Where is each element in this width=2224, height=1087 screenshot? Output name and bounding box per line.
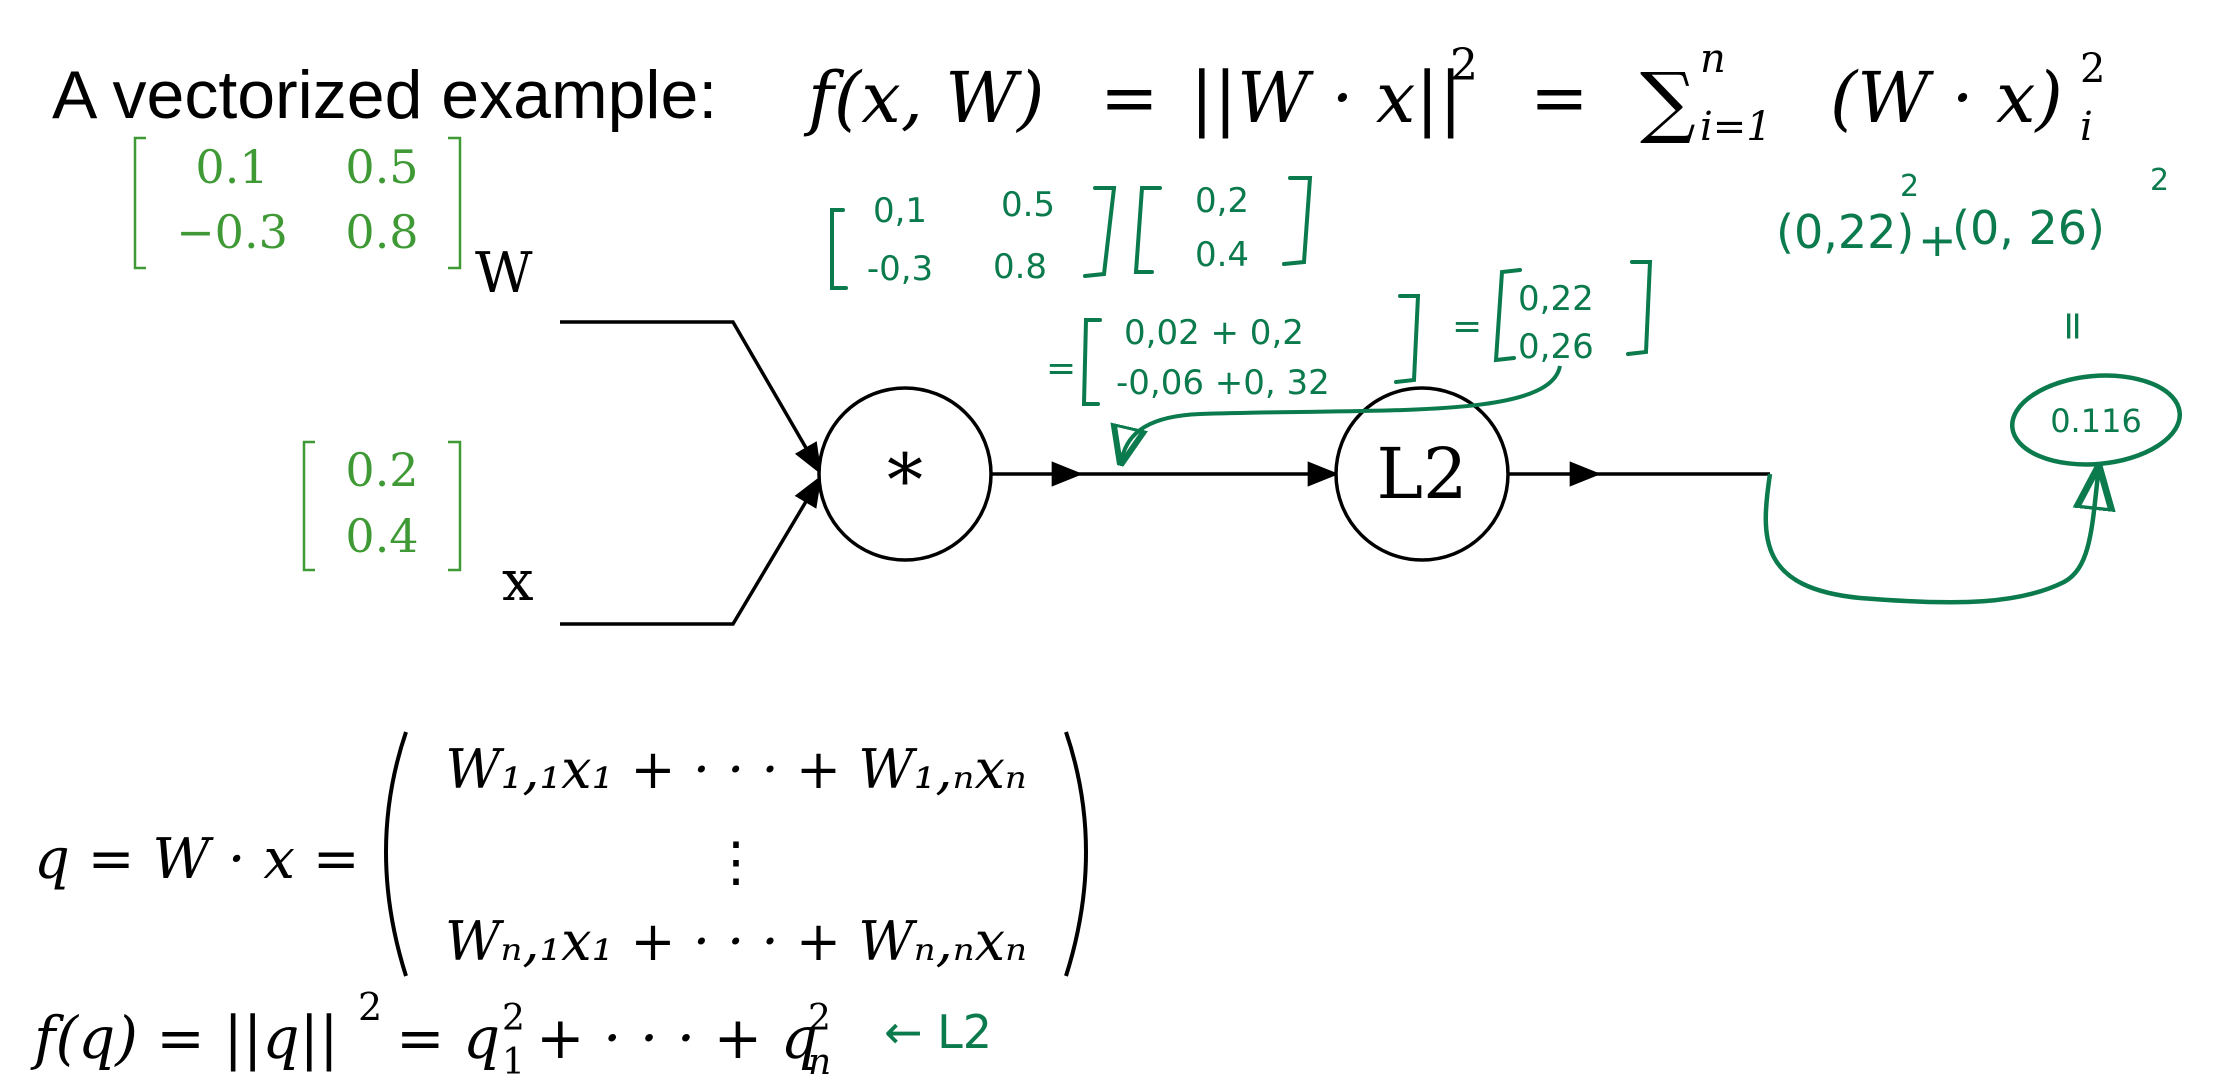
w-matrix-cell: −0.3 [176, 205, 288, 259]
formula-norm-sup: 2 [1450, 40, 1478, 91]
f-equation-sup: 2 [358, 985, 382, 1029]
hand-w-cell: 0.8 [993, 247, 1047, 287]
hand-equals-vertical: = [2050, 309, 2096, 343]
q-equation-lhs: q = W · x = [34, 827, 360, 892]
hand-arrow-to-output [1763, 474, 2098, 605]
x-vector [302, 440, 462, 572]
title-prefix: A vectorized example: [52, 57, 717, 133]
f-equation-mid: + · · · + q [536, 1004, 818, 1072]
hand-output-value: 0.116 [2050, 402, 2142, 440]
hand-x-cell: 0,2 [1195, 181, 1249, 221]
hand-product-brackets [830, 176, 1313, 290]
hand-result-values: 0,22 0,26 [1518, 279, 1594, 367]
x-input-label: x [502, 549, 534, 614]
w-matrix-cell: 0.5 [345, 140, 418, 194]
hand-w-cell: -0,3 [867, 249, 933, 289]
hand-w-right-bracket [1083, 186, 1117, 278]
title-formula: f(x, W) = ||W · x|| 2 = ∑ n i=1 (W · x) … [803, 36, 2105, 150]
hand-result-right-bracket [1626, 260, 1653, 356]
q-vertical-dots: ⋮ [709, 830, 763, 893]
hand-squares: (0,22) 2 + (0, 26) 2 [1776, 163, 2169, 267]
l2-node: L2 [1334, 386, 1510, 562]
hand-equals-a: = [1046, 348, 1076, 389]
hand-result-left-bracket [1493, 268, 1522, 363]
f-equation-lhs: f(q) = ||q|| [30, 1004, 339, 1072]
formula-norm: ||W · x|| [1190, 57, 1463, 139]
q-row-n: Wₙ,₁x₁ + · · · + Wₙ,ₙxₙ [445, 910, 1027, 973]
formula-lhs: f(x, W) [803, 57, 1044, 139]
f-equation: f(q) = ||q|| 2 = q 2 1 + · · · + q 2 n [30, 985, 831, 1083]
hand-mid-row: 0,02 + 0,2 [1124, 313, 1304, 353]
hand-square-a-sup: 2 [1900, 169, 1919, 204]
hand-mid-left-bracket [1081, 318, 1102, 406]
q-right-paren [1064, 731, 1088, 977]
formula-sum-sub: i=1 [1700, 104, 1772, 150]
f-qn-sub: n [808, 1042, 831, 1083]
q-row-1: W₁,₁x₁ + · · · + W₁,ₙxₙ [445, 738, 1027, 801]
formula-term-sub: i [2080, 104, 2093, 150]
formula-eq2: = [1530, 57, 1589, 139]
w-matrix-values: 0.1 0.5 −0.3 0.8 [176, 140, 418, 259]
hand-square-b-sup: 2 [2150, 163, 2169, 198]
hand-l2-note: ← L2 [884, 1005, 992, 1059]
hand-plus: + [1918, 213, 1957, 267]
f-q1-sub: 1 [502, 1042, 525, 1083]
multiply-node: * [817, 386, 993, 562]
edge-x-to-multiply [560, 475, 822, 626]
multiply-node-label: * [887, 438, 923, 522]
x-vector-cell: 0.4 [345, 509, 418, 563]
w-matrix-left-bracket [133, 136, 146, 270]
hand-mid-brackets [1081, 260, 1653, 406]
graph-edges [560, 320, 1770, 626]
w-matrix-cell: 0.1 [195, 140, 268, 194]
hand-mid-values: 0,02 + 0,2 -0,06 +0, 32 [1116, 313, 1330, 403]
w-matrix-cell: 0.8 [345, 205, 418, 259]
hand-x-right-bracket [1282, 176, 1313, 266]
edge-w-to-multiply [560, 320, 822, 475]
hand-arrow-to-edge [1122, 365, 1562, 458]
multiply-node-circle [817, 386, 993, 562]
x-vector-right-bracket [448, 440, 462, 572]
hand-square-b: (0, 26) [1952, 201, 2105, 255]
slide-title: A vectorized example: f(x, W) = ||W · x|… [52, 36, 2105, 150]
hand-w-cell: 0.5 [1001, 185, 1055, 225]
formula-sum: ∑ [1640, 57, 1696, 147]
formula-term: (W · x) [1830, 57, 2063, 139]
hand-w-left-bracket [830, 208, 848, 290]
hand-mid-row: -0,06 +0, 32 [1116, 363, 1330, 403]
q-left-paren [384, 731, 408, 977]
hand-mid-right-bracket [1394, 294, 1421, 384]
formula-term-sup: 2 [2080, 46, 2105, 92]
l2-node-circle [1334, 386, 1510, 562]
x-vector-values: 0.2 0.4 [345, 443, 418, 563]
f-q1-sup: 2 [502, 998, 525, 1039]
hand-x-cell: 0.4 [1195, 235, 1249, 275]
hand-result-cell: 0,22 [1518, 279, 1594, 319]
hand-square-a: (0,22) [1776, 205, 1914, 259]
w-matrix [133, 136, 462, 270]
w-matrix-right-bracket [448, 136, 462, 270]
x-vector-cell: 0.2 [345, 443, 418, 497]
q-equation: q = W · x = W₁,₁x₁ + · · · + W₁,ₙxₙ ⋮ Wₙ… [34, 731, 1088, 977]
formula-eq1: = [1100, 57, 1159, 139]
formula-sum-sup: n [1700, 36, 1726, 82]
f-equation-rhs: = q [396, 1004, 500, 1072]
hand-equals-b: = [1452, 306, 1482, 347]
hand-w-cell: 0,1 [873, 191, 927, 231]
x-vector-left-bracket [302, 440, 315, 572]
hand-product-values: 0,1 0.5 -0,3 0.8 0,2 0.4 [867, 181, 1249, 289]
l2-node-label: L2 [1376, 433, 1467, 515]
hand-x-left-bracket [1133, 186, 1162, 274]
f-qn-sup: 2 [808, 998, 831, 1039]
hand-result-cell: 0,26 [1518, 327, 1594, 367]
w-input-label: W [475, 241, 533, 306]
